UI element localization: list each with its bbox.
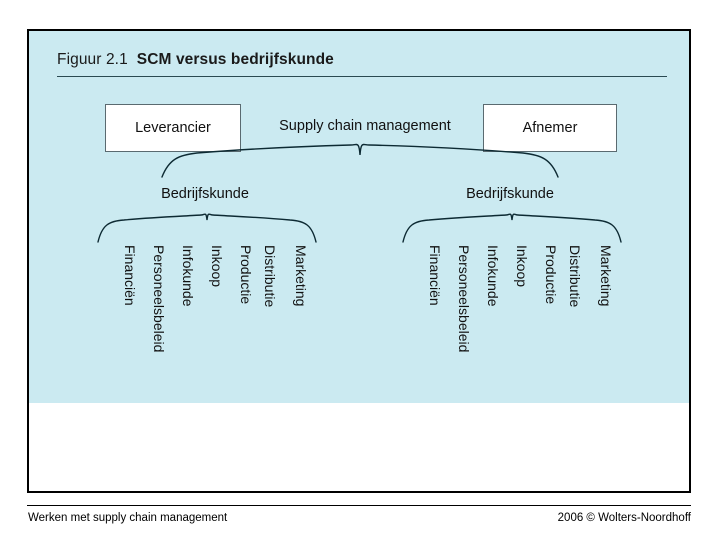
discipline-right-inkoop: Inkoop	[514, 245, 530, 288]
discipline-left-personeelsbeleid: Personeelsbeleid	[151, 245, 167, 353]
footer-left-text: Werken met supply chain management	[28, 512, 228, 524]
discipline-left-infokunde: Infokunde	[180, 245, 196, 307]
discipline-left-distributie: Distributie	[262, 245, 278, 308]
discipline-right-distributie: Distributie	[567, 245, 583, 308]
supply-chain-management-caption: Supply chain management	[279, 118, 451, 134]
supplier-box: Leverancier	[105, 104, 241, 152]
figure-number: Figuur 2.1	[57, 51, 128, 68]
discipline-left-financien: Financiën	[122, 245, 138, 306]
brace-right-group	[402, 213, 622, 243]
customer-box-label: Afnemer	[522, 120, 578, 136]
figure-title-text: SCM versus bedrijfskunde	[136, 51, 334, 68]
footer-divider	[27, 505, 691, 506]
discipline-right-infokunde: Infokunde	[485, 245, 501, 307]
discipline-right-personeelsbeleid: Personeelsbeleid	[456, 245, 472, 353]
branch-label-left: Bedrijfskunde	[161, 186, 249, 202]
discipline-group-right: Financiën Personeelsbeleid Infokunde Ink…	[404, 245, 634, 395]
figure-title: Figuur 2.1 SCM versus bedrijfskunde	[57, 51, 334, 69]
discipline-group-left: Financiën Personeelsbeleid Infokunde Ink…	[99, 245, 329, 395]
discipline-right-marketing: Marketing	[598, 245, 614, 307]
supplier-box-label: Leverancier	[135, 120, 211, 136]
discipline-left-marketing: Marketing	[293, 245, 309, 307]
footer-right-text: 2006 © Wolters-Noordhoff	[557, 512, 691, 524]
title-divider	[57, 76, 667, 77]
branch-label-right: Bedrijfskunde	[466, 186, 554, 202]
discipline-left-productie: Productie	[238, 245, 254, 305]
discipline-right-productie: Productie	[543, 245, 559, 305]
discipline-right-financien: Financiën	[427, 245, 443, 306]
figure-panel: Figuur 2.1 SCM versus bedrijfskunde Lever…	[29, 31, 689, 403]
discipline-left-inkoop: Inkoop	[209, 245, 225, 288]
figure-frame: Figuur 2.1 SCM versus bedrijfskunde Lever…	[27, 29, 691, 493]
customer-box: Afnemer	[483, 104, 617, 152]
brace-left-group	[97, 213, 317, 243]
